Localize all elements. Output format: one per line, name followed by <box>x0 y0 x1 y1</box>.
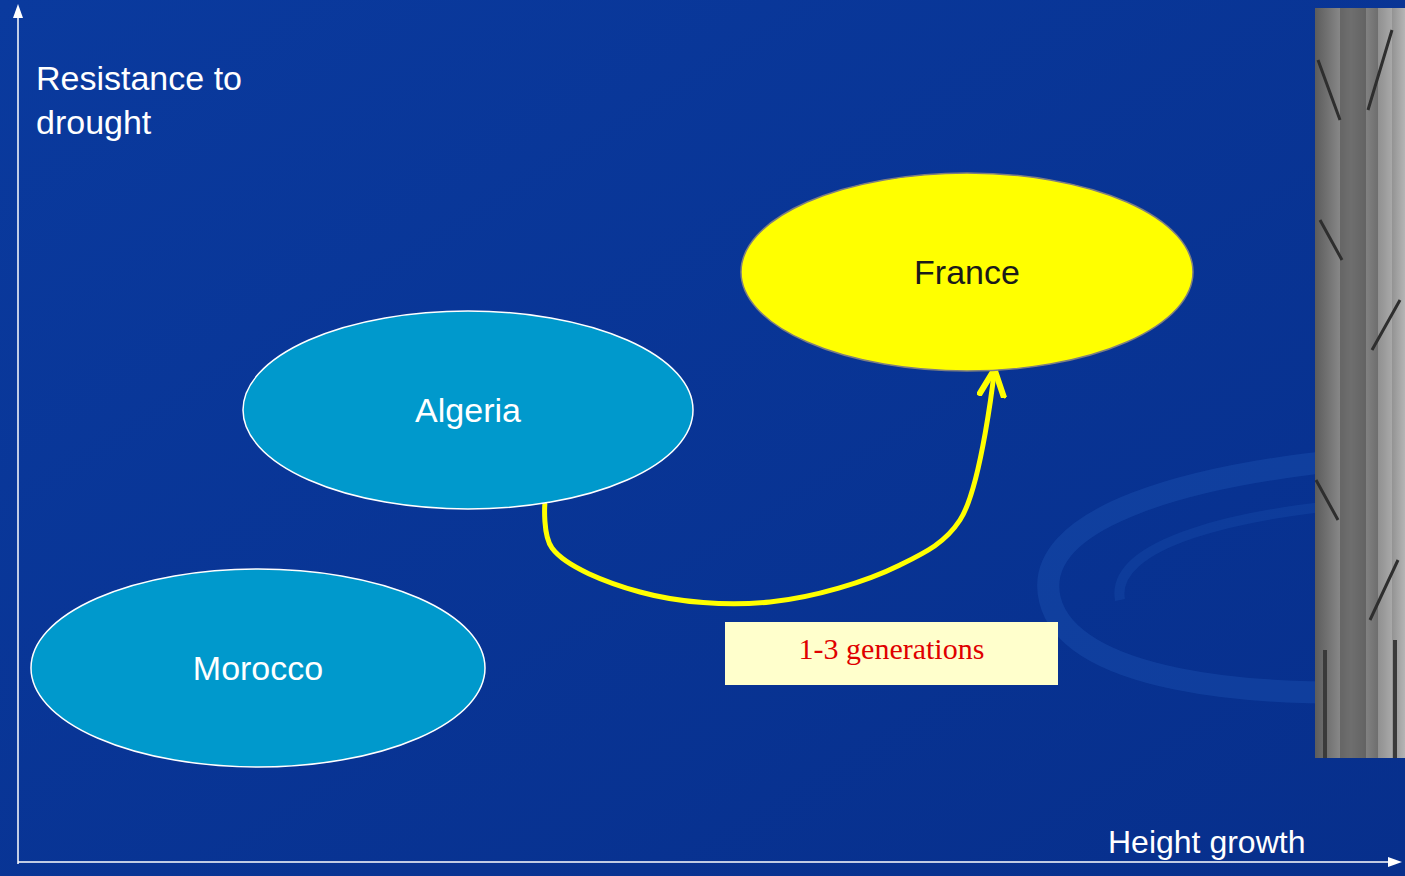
axis-label: Height growth <box>1108 822 1400 864</box>
ellipse-node: Morocco <box>30 568 486 768</box>
node-body: Morocco <box>193 649 323 688</box>
country-name: Morocco <box>193 649 323 688</box>
axes <box>13 4 1402 867</box>
tree-photo <box>1315 8 1405 758</box>
country-name: Algeria <box>415 391 521 430</box>
country-name: France <box>914 253 1020 292</box>
axis-label: Resistance to drought <box>36 56 286 144</box>
node-body: France <box>914 253 1020 292</box>
generation-label: 1-3 generations <box>725 622 1058 685</box>
ellipse-node: France <box>740 172 1194 372</box>
ellipse-node: Algeria <box>242 310 694 510</box>
node-body: Algeria <box>415 391 521 430</box>
